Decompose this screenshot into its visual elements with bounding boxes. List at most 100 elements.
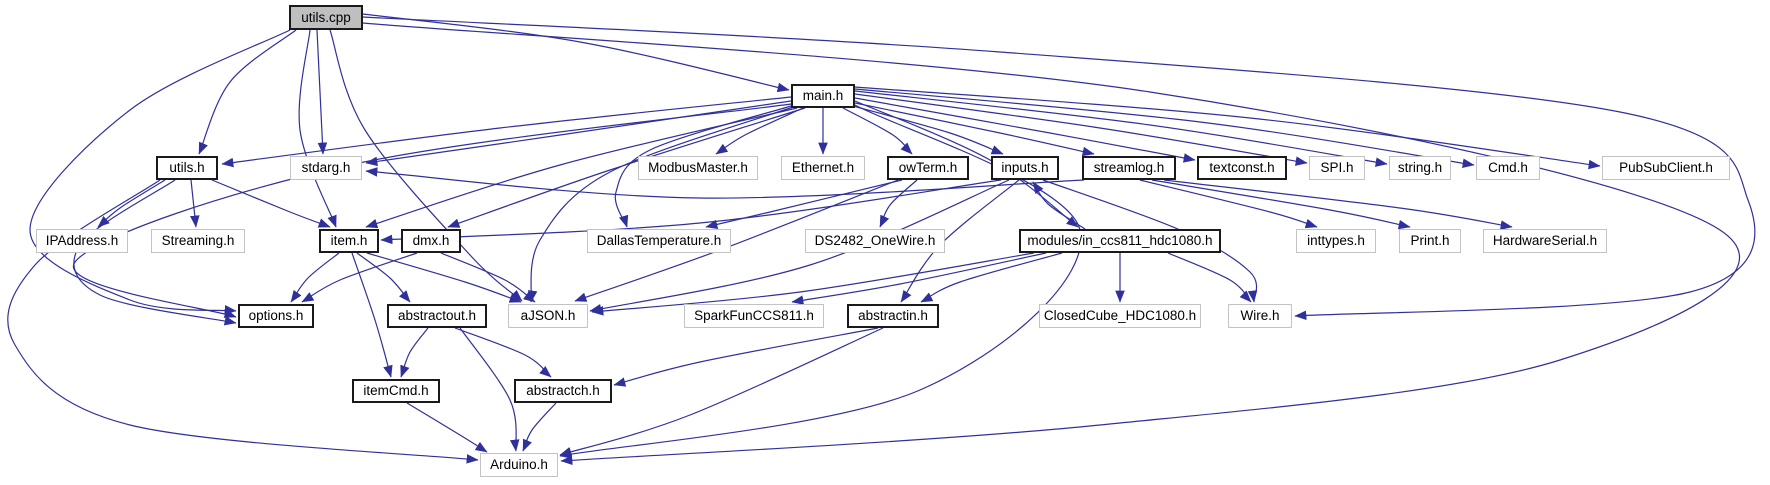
edge-streamlog-to-stdarg_h (365, 167, 1085, 199)
node-label: streamlog.h (1093, 160, 1165, 176)
edge-utils_cpp-to-arduino (362, 22, 1741, 466)
edge-absch-to-arduino (522, 402, 557, 452)
node-stdarg-h: stdarg.h (290, 156, 362, 180)
edge-utils_cpp-to-ajson (329, 29, 523, 302)
node-label: itemCmd.h (363, 383, 429, 399)
edge-main_h-to-modules (854, 100, 1079, 228)
edge-main_h-to-ajson (527, 106, 794, 303)
node-label: Print.h (1410, 233, 1450, 249)
node-dmx[interactable]: dmx.h (401, 229, 461, 253)
node-label: dmx.h (412, 233, 450, 249)
edge-item-to-absout (356, 252, 411, 303)
edge-main_h-to-textconst (854, 97, 1196, 163)
edge-utils_h-to-streaming (190, 179, 200, 228)
edge-utils_cpp-to-options (29, 29, 291, 315)
edge-utils_cpp-to-item (298, 29, 337, 228)
edge-modules-to-inputs (1032, 181, 1086, 230)
node-streaming: Streaming.h (151, 229, 245, 253)
edge-inputs-to-ajson (589, 179, 1010, 314)
node-wire: Wire.h (1228, 304, 1292, 328)
node-label: HardwareSerial.h (1492, 233, 1598, 249)
edge-utils_cpp-to-utils_h (198, 29, 297, 155)
edge-item-to-ajson (366, 252, 522, 303)
edge-main_h-to-options (72, 103, 792, 318)
node-label: DallasTemperature.h (596, 233, 722, 249)
node-cmd: Cmd.h (1476, 156, 1540, 180)
node-label: abstractin.h (858, 308, 928, 324)
node-label: PubSubClient.h (1619, 160, 1713, 176)
edge-main_h-to-spi (854, 93, 1308, 166)
edge-main_h-to-inputs (852, 105, 1004, 155)
node-main-h[interactable]: main.h (791, 84, 855, 108)
node-label: inputs.h (1001, 160, 1049, 176)
edge-main_h-to-dallas (614, 105, 792, 228)
edge-absout-to-arduino (459, 327, 520, 452)
node-label: abstractout.h (397, 308, 477, 324)
node-label: DS2482_OneWire.h (814, 233, 936, 249)
node-itemcmd[interactable]: itemCmd.h (352, 379, 440, 403)
edge-main_h-to-stdarg_h (365, 100, 792, 167)
node-label: SPI.h (1320, 160, 1354, 176)
node-absin[interactable]: abstractin.h (847, 304, 939, 328)
edge-main_h-to-streamlog (854, 102, 1095, 157)
node-streamlog[interactable]: streamlog.h (1082, 156, 1176, 180)
edge-utils_h-to-ipaddr (97, 179, 166, 228)
node-inttypes: inttypes.h (1296, 229, 1376, 253)
node-label: main.h (802, 88, 844, 104)
node-label: SparkFunCCS811.h (694, 308, 814, 324)
node-inputs[interactable]: inputs.h (991, 156, 1059, 180)
edge-itemcmd-to-arduino (406, 402, 488, 453)
node-label: Ethernet.h (791, 160, 855, 176)
edge-main_h-to-arduino (559, 104, 1082, 459)
node-label: owTerm.h (898, 160, 958, 176)
node-label: string.h (1397, 160, 1443, 176)
node-absch[interactable]: abstractch.h (514, 379, 612, 403)
node-absout[interactable]: abstractout.h (387, 304, 487, 328)
edge-owterm-to-dallas (705, 179, 903, 230)
edge-main_h-to-modbus (715, 107, 804, 155)
edge-modules-to-absin (920, 252, 1063, 303)
node-textconst[interactable]: textconst.h (1197, 156, 1287, 180)
node-label: ClosedCube_HDC1080.h (1043, 308, 1197, 324)
edge-utils_cpp-to-stdarg_h (316, 29, 328, 155)
node-label: Arduino.h (490, 457, 548, 473)
node-item[interactable]: item.h (319, 229, 379, 253)
edge-main_h-to-dmx (447, 107, 806, 228)
node-label: inttypes.h (1307, 233, 1365, 249)
node-options[interactable]: options.h (238, 304, 314, 328)
node-ajson: aJSON.h (508, 304, 588, 328)
node-label: Cmd.h (1488, 160, 1528, 176)
edge-absout-to-absch (454, 327, 552, 378)
node-modules[interactable]: modules/in_ccs811_hdc1080.h (1019, 229, 1221, 253)
node-owterm[interactable]: owTerm.h (887, 156, 969, 180)
node-label: modules/in_ccs811_hdc1080.h (1027, 233, 1213, 249)
node-utils-h[interactable]: utils.h (156, 156, 218, 180)
node-hwserial: HardwareSerial.h (1483, 229, 1607, 253)
edge-absin-to-absch (613, 327, 879, 387)
node-ipaddr: IPAddress.h (36, 229, 128, 253)
edge-modules-to-ajson (591, 252, 1035, 316)
edge-streamlog-to-inttypes (1139, 179, 1318, 229)
node-string-h: string.h (1389, 156, 1451, 180)
edge-modules-to-sparkfun (791, 252, 1047, 305)
edge-absout-to-itemcmd (400, 327, 429, 378)
node-label: utils.h (169, 160, 205, 176)
node-ethernet: Ethernet.h (781, 156, 865, 180)
node-ds2482: DS2482_OneWire.h (805, 229, 945, 253)
edge-dmx-to-options (301, 252, 418, 303)
edge-main_h-to-cmd (854, 88, 1475, 168)
edge-main_h-to-utils_h (221, 96, 792, 168)
node-closedcube: ClosedCube_HDC1080.h (1039, 304, 1201, 328)
node-arduino: Arduino.h (480, 453, 558, 477)
node-pubsub: PubSubClient.h (1602, 156, 1730, 180)
edge-main_h-to-owterm (842, 107, 913, 155)
node-modbus: ModbusMaster.h (638, 156, 758, 180)
node-label: utils.cpp (301, 9, 351, 25)
edge-item-to-itemcmd (351, 252, 393, 378)
edge-streamlog-to-print (1151, 179, 1411, 230)
node-sparkfun: SparkFunCCS811.h (684, 304, 824, 328)
node-print: Print.h (1399, 229, 1461, 253)
edge-item-to-options (290, 252, 340, 303)
node-utils-cpp: utils.cpp (289, 5, 363, 30)
